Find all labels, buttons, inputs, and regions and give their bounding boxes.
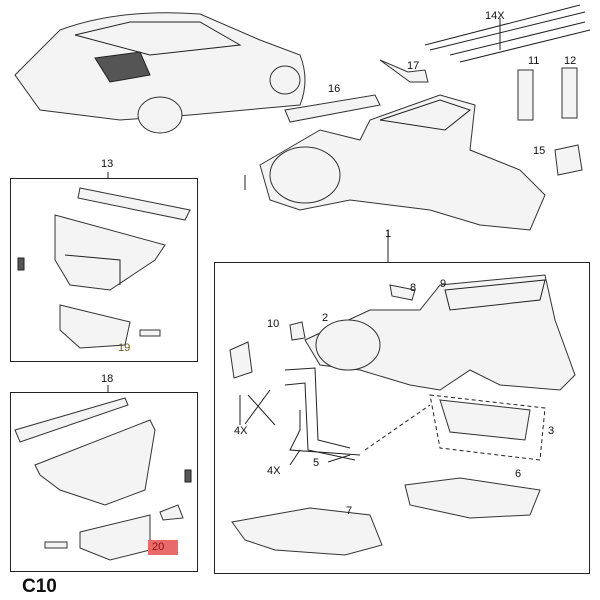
callout-9: 9 xyxy=(440,278,447,290)
heater-housing-part-1 xyxy=(259,94,546,231)
part-3-heater-core xyxy=(439,399,531,441)
heater-housing-detail xyxy=(304,274,576,391)
callout-12: 12 xyxy=(564,55,577,67)
callout-18: 18 xyxy=(101,373,114,385)
sub-assembly-box-1 xyxy=(214,262,590,574)
seal-strips-part-14 xyxy=(424,4,591,63)
part-7-cover xyxy=(231,507,383,556)
callout-15: 15 xyxy=(533,145,546,157)
part-11 xyxy=(517,69,534,121)
sub-assembly-box-18 xyxy=(10,392,198,572)
part-10 xyxy=(289,321,306,341)
callout-11: 11 xyxy=(528,55,540,67)
callout-20-highlighted: 20 xyxy=(148,540,178,555)
car-illustration xyxy=(14,12,306,134)
callout-19: 19 xyxy=(118,342,131,354)
part-8 xyxy=(389,284,416,301)
callout-5: 5 xyxy=(313,457,320,469)
part-17-screw xyxy=(379,59,429,83)
part-6-cover xyxy=(404,477,541,519)
seal-part xyxy=(229,341,253,379)
part-12 xyxy=(561,67,578,119)
air-vent-assembly-13 xyxy=(17,187,191,349)
pipes-part-4-5 xyxy=(284,367,361,461)
callout-8: 8 xyxy=(410,282,417,294)
callout-6: 6 xyxy=(515,468,522,480)
callout-7: 7 xyxy=(346,505,353,517)
callout-4x-a: 4X xyxy=(234,425,248,437)
callout-4x-b: 4X xyxy=(267,465,281,477)
callout-16: 16 xyxy=(328,83,341,95)
part-16-filter xyxy=(284,94,381,123)
callout-10: 10 xyxy=(267,318,280,330)
air-vent-assembly-18 xyxy=(14,397,192,561)
diagram-code: C10 xyxy=(22,576,57,597)
part-15 xyxy=(554,144,583,176)
sub-assembly-box-13 xyxy=(10,178,198,362)
callout-13: 13 xyxy=(101,158,114,170)
callout-3: 3 xyxy=(548,425,555,437)
callout-14x: 14X xyxy=(485,10,505,22)
callout-17: 17 xyxy=(407,60,420,72)
callout-2: 2 xyxy=(322,312,329,324)
callout-1: 1 xyxy=(385,228,392,240)
